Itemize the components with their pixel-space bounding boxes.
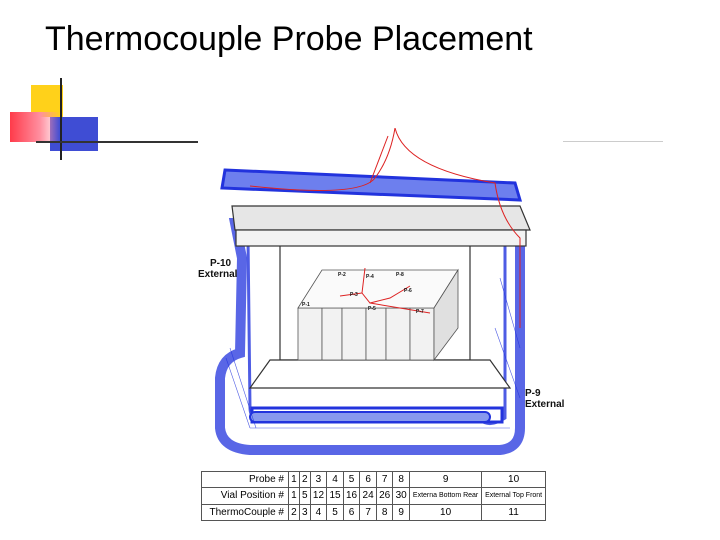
decor-vertical-line [60, 78, 62, 160]
table-cell: Externa Bottom Rear [408, 487, 483, 505]
table-cell: 30 [392, 487, 410, 505]
external-label-p10: P-10 External [198, 258, 237, 280]
table-cell: 5 [298, 487, 311, 505]
probe-label-p4: P-4 [366, 274, 374, 280]
table-cell: 12 [309, 487, 328, 505]
external-label-p10-probe: P-10 [210, 258, 232, 269]
table-cell: 6 [342, 503, 361, 522]
table-cell: 3 [298, 503, 311, 522]
table-cell: 26 [375, 487, 394, 505]
probe-table: Probe # 1 2 3 4 5 6 7 8 9 10 Vial Positi… [201, 470, 546, 522]
row-label: ThermoCouple # [201, 503, 289, 522]
external-label-p10-text: External [198, 269, 238, 280]
table-cell: 24 [359, 487, 377, 505]
slide-title: Thermocouple Probe Placement [45, 20, 533, 58]
table-cell: 7 [359, 503, 377, 522]
table-cell: 10 [481, 470, 546, 489]
shell-hatching [225, 277, 521, 429]
table-row-probe: Probe # 1 2 3 4 5 6 7 8 9 10 [201, 470, 546, 489]
external-label-p9-probe: P-9 [525, 388, 541, 399]
lid [220, 168, 531, 247]
vial-blocks [297, 268, 459, 362]
probe-label-p7: P-7 [416, 309, 424, 315]
table-cell: 15 [326, 487, 344, 505]
table-cell: 1 [288, 470, 300, 489]
table-cell: 2 [288, 503, 300, 522]
table-cell: 10 [408, 503, 483, 522]
decor-horizontal-line-right [563, 141, 663, 142]
table-cell: 2 [298, 470, 311, 489]
external-label-p9: P-9 External [525, 388, 564, 410]
table-cell: 16 [342, 487, 361, 505]
table-row-vial-position: Vial Position # 1 5 12 15 16 24 26 30 Ex… [201, 487, 546, 505]
table-cell: External Top Front [481, 487, 546, 505]
table-cell: 3 [309, 470, 328, 489]
table-cell: 8 [392, 470, 410, 489]
decor-yellow-square [31, 85, 63, 117]
table-cell: 7 [375, 470, 394, 489]
decor-horizontal-line [36, 141, 198, 143]
probe-label-p8: P-8 [396, 272, 404, 278]
probe-label-p1: P-1 [302, 302, 310, 308]
table-cell: 1 [288, 487, 300, 505]
external-label-p9-text: External [525, 399, 565, 410]
row-label: Vial Position # [201, 487, 289, 505]
probe-label-p6: P-6 [404, 288, 412, 294]
probe-labels-internal: P-1 P-2 P-3 P-4 P-5 P-6 P-7 P-8 [302, 272, 424, 315]
thermocouple-wires [249, 128, 521, 328]
base-slot [249, 411, 491, 423]
probe-label-p2: P-2 [338, 272, 346, 278]
probe-label-p5: P-5 [368, 306, 376, 312]
table-cell: 4 [326, 470, 344, 489]
freezer-diagram: P-1 P-2 P-3 P-4 P-5 P-6 P-7 P-8 [215, 128, 531, 455]
table-cell: 8 [375, 503, 394, 522]
table-cell: 5 [342, 470, 361, 489]
table-cell: 6 [359, 470, 377, 489]
table-cell: 4 [309, 503, 328, 522]
table-cell: 5 [326, 503, 344, 522]
table-row-thermocouple: ThermoCouple # 2 3 4 5 6 7 8 9 10 11 [201, 503, 546, 522]
table-cell: 9 [392, 503, 410, 522]
table-cell: 11 [481, 503, 546, 522]
probe-label-p3: P-3 [350, 292, 358, 298]
decor-red-square [10, 112, 60, 142]
table-cell: 9 [408, 470, 483, 489]
row-label: Probe # [201, 470, 289, 489]
